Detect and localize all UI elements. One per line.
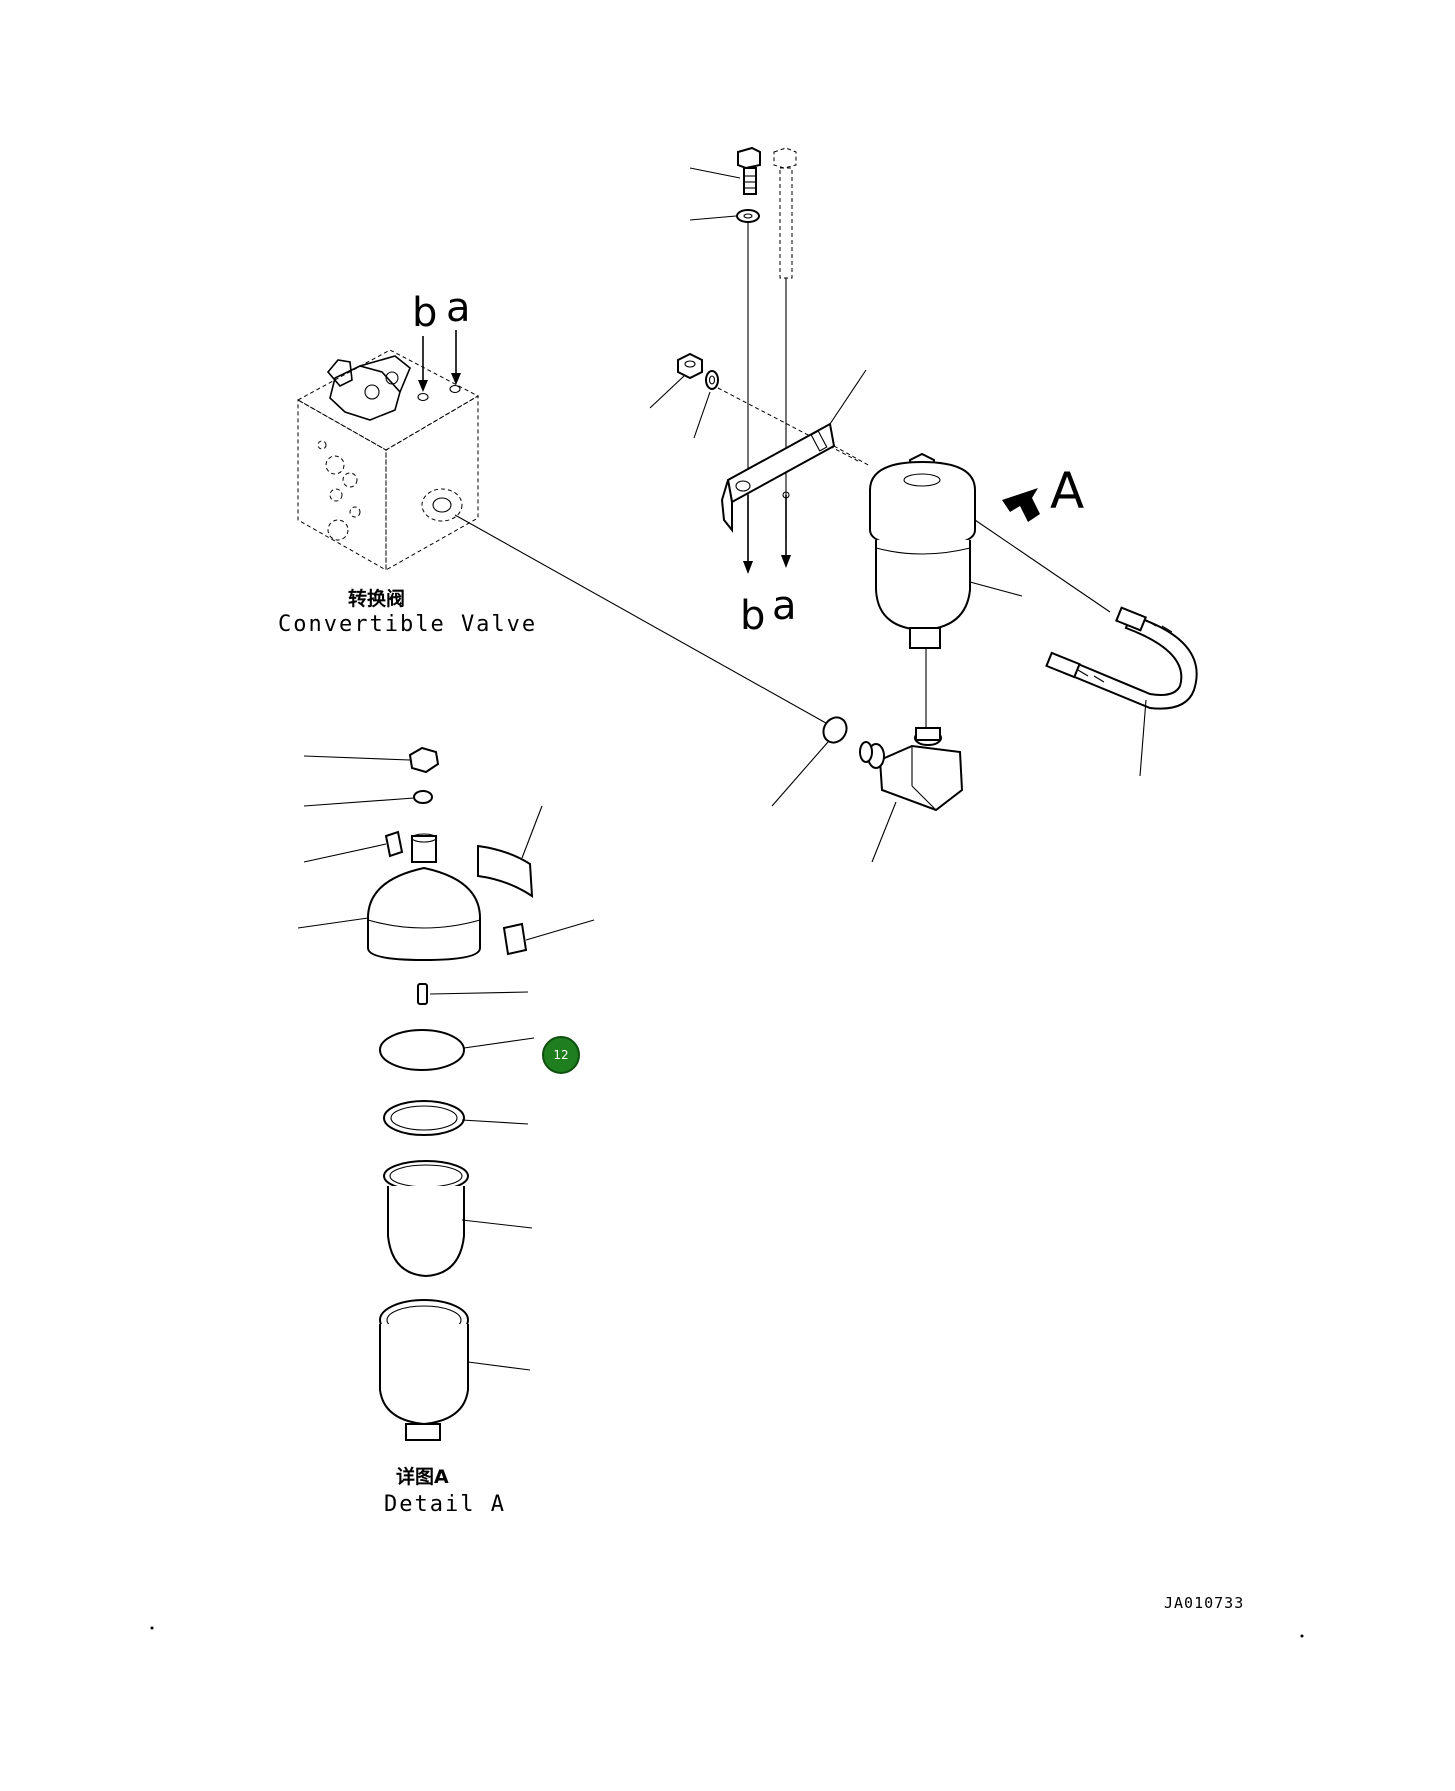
u-shaped-hose bbox=[974, 519, 1198, 777]
arrows-from-bracket bbox=[743, 495, 791, 574]
arrow-label-a-top: a bbox=[446, 285, 471, 331]
arrow-label-b-top: b bbox=[412, 290, 438, 336]
small-o-ring bbox=[771, 716, 848, 807]
convertible-valve-block bbox=[296, 349, 480, 571]
elbow-fitting bbox=[859, 727, 964, 863]
view-letter-a: A bbox=[1050, 462, 1085, 520]
arrows-to-valve bbox=[418, 330, 461, 392]
callout-hotspot-12[interactable]: 12 bbox=[542, 1036, 580, 1074]
detail-label-cn: 详图A bbox=[396, 1466, 449, 1488]
corner-dot-right bbox=[1300, 1634, 1304, 1638]
corner-dot-left bbox=[150, 1626, 154, 1630]
detail-a-exploded-view bbox=[297, 746, 595, 1441]
arrow-label-b-bottom: b bbox=[740, 593, 766, 639]
nut-and-washer bbox=[649, 352, 861, 463]
drawing-code: JA010733 bbox=[1164, 1594, 1245, 1612]
detail-label-en: Detail A bbox=[384, 1492, 506, 1517]
mounting-bracket bbox=[720, 369, 871, 533]
bolt-and-washer-group bbox=[689, 146, 797, 560]
arrow-label-a-bottom: a bbox=[772, 583, 797, 629]
filter-assembly bbox=[869, 452, 1040, 728]
valve-label-en: Convertible Valve bbox=[278, 612, 538, 637]
valve-label-cn: 转换阀 bbox=[348, 588, 406, 610]
